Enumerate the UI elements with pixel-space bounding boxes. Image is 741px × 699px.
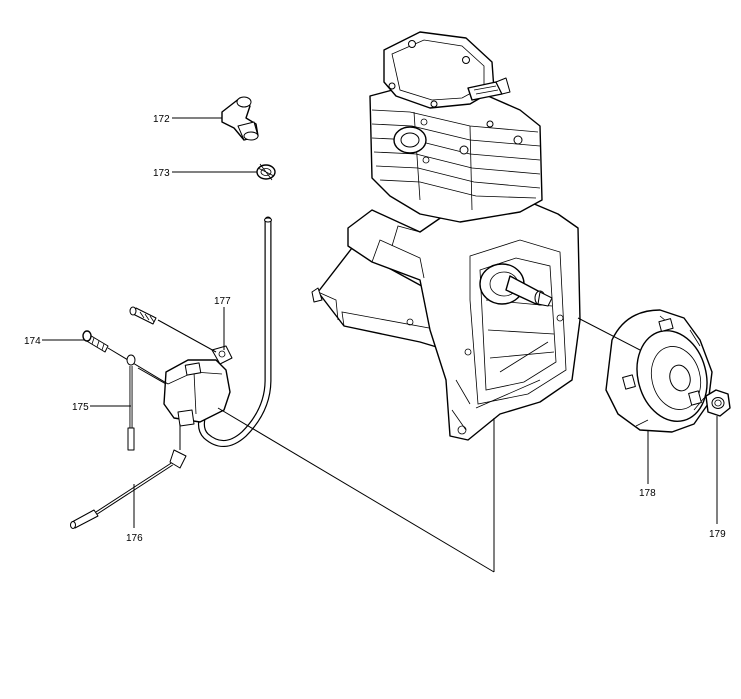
part-label-172: 172 xyxy=(153,114,170,125)
part-label-178: 178 xyxy=(639,488,656,499)
part-label-176: 176 xyxy=(126,533,143,544)
spring-clip-part xyxy=(256,163,276,181)
leader-line-coil-assembly xyxy=(217,407,495,573)
part-label-179: 179 xyxy=(709,529,726,540)
ignition-coil-part xyxy=(163,345,233,427)
flywheel-nut-part xyxy=(705,389,731,417)
flywheel-part xyxy=(605,309,713,433)
coil-mounting-bolt xyxy=(129,306,157,325)
leader-line-174-to-coil xyxy=(107,347,169,385)
part-label-177: 177 xyxy=(214,296,231,307)
engine-crankcase-assembly xyxy=(311,31,581,441)
bolt-part xyxy=(82,330,109,353)
part-label-174: 174 xyxy=(24,336,41,347)
leader-line-177-screw xyxy=(157,319,217,353)
ignition-cord-end xyxy=(264,217,272,223)
spark-plug-cap-part xyxy=(221,96,259,141)
part-label-173: 173 xyxy=(153,168,170,179)
ground-wire-part xyxy=(126,354,136,451)
part-label-175: 175 xyxy=(72,402,89,413)
leader-line-178-shaft xyxy=(577,317,641,351)
leader-line-175-to-coil xyxy=(137,367,167,385)
stop-wire-part xyxy=(70,449,187,529)
ignition-cord xyxy=(199,217,271,446)
